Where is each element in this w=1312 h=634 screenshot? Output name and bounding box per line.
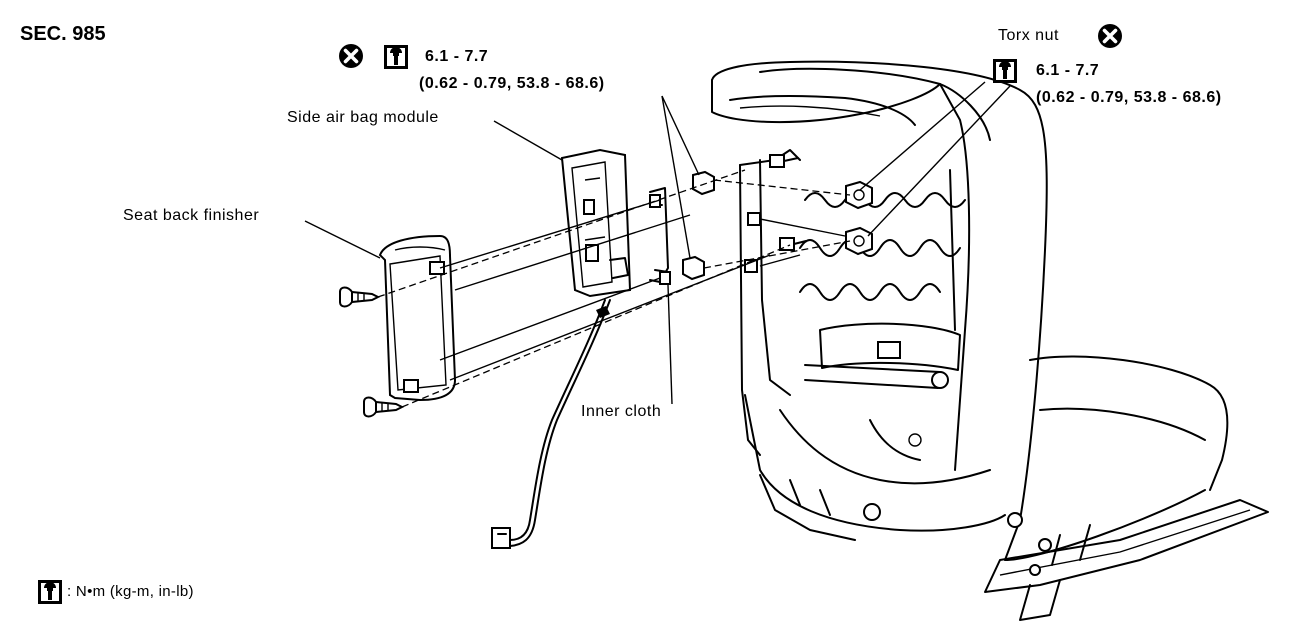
torque-wrench-icon: [384, 45, 408, 69]
seat-back-finisher: [378, 234, 457, 402]
torque-wrench-icon: [38, 580, 62, 604]
seat-frame: [711, 60, 1269, 621]
torque-wrench-icon: [993, 59, 1017, 83]
torx-nut: [845, 180, 873, 210]
screw: [339, 286, 381, 308]
right-torque-converted: (0.62 - 0.79, 53.8 - 68.6): [1036, 89, 1222, 106]
do-not-reuse-icon: [337, 42, 365, 70]
alignment-lines: [377, 169, 851, 408]
torque-units-legend: : N•m (kg-m, in-lb): [67, 583, 194, 600]
left-torque-converted: (0.62 - 0.79, 53.8 - 68.6): [419, 75, 605, 92]
torx-nut-label: Torx nut: [998, 27, 1059, 44]
do-not-reuse-icon: [1096, 22, 1124, 50]
left-torque-value: 6.1 - 7.7: [425, 48, 489, 65]
screw: [363, 396, 405, 418]
side-air-bag-module-label: Side air bag module: [287, 109, 439, 126]
module-nut: [692, 170, 715, 196]
mounting-studs: [744, 154, 807, 273]
leader-lines: [304, 81, 1011, 405]
section-number: SEC. 985: [20, 23, 106, 45]
wire-harness: [491, 299, 611, 549]
module-nut: [682, 255, 705, 281]
inner-cloth-label: Inner cloth: [581, 403, 662, 420]
right-torque-value: 6.1 - 7.7: [1036, 62, 1100, 79]
side-air-bag-module: [560, 148, 632, 298]
torx-nut: [845, 226, 873, 256]
seat-back-finisher-label: Seat back finisher: [123, 207, 260, 224]
